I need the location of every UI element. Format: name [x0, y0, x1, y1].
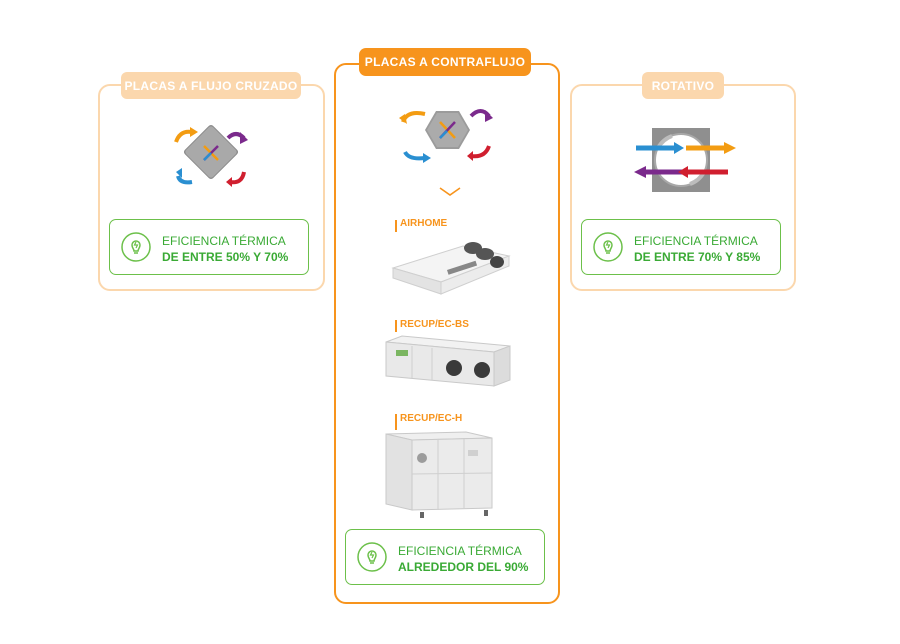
counter-flow-efficiency-box: EFICIENCIA TÉRMICA ALREDEDOR DEL 90%: [345, 529, 545, 585]
product-label-airhome: AIRHOME: [400, 218, 448, 229]
rotary-efficiency-label: EFICIENCIA TÉRMICA: [634, 234, 758, 248]
lightbulb-icon: [593, 232, 623, 262]
counter-flow-plate-icon: [399, 109, 493, 163]
rotary-efficiency-box: EFICIENCIA TÉRMICA DE ENTRE 70% Y 85%: [581, 219, 781, 275]
product-label-recup-ec-h: RECUP/EC-H: [400, 413, 463, 424]
rotary-efficiency-value: DE ENTRE 70% Y 85%: [634, 250, 761, 264]
counter-flow-panel: [334, 63, 560, 604]
cross-flow-plate-icon: [174, 124, 248, 187]
recup-ec-bs-unit-image: [385, 335, 511, 387]
airhome-unit-image: [391, 242, 511, 295]
cross-flow-title: PLACAS A FLUJO CRUZADO: [121, 72, 301, 99]
product-line-recup-ec-h: [395, 414, 397, 430]
product-label-recup-ec-bs: RECUP/EC-BS: [400, 319, 469, 330]
cross-flow-efficiency-value: DE ENTRE 50% Y 70%: [162, 250, 289, 264]
counter-flow-efficiency-label: EFICIENCIA TÉRMICA: [398, 544, 522, 558]
recup-ec-h-unit-image: [385, 431, 493, 518]
rotary-title: ROTATIVO: [642, 72, 724, 99]
product-line-recup-ec-bs: [395, 320, 397, 332]
counter-flow-title: PLACAS A CONTRAFLUJO: [359, 48, 531, 76]
cross-flow-efficiency-box: EFICIENCIA TÉRMICA DE ENTRE 50% Y 70%: [109, 219, 309, 275]
product-line-airhome: [395, 220, 397, 232]
lightbulb-icon: [121, 232, 151, 262]
rotary-wheel-icon: [634, 128, 736, 192]
cross-flow-efficiency-label: EFICIENCIA TÉRMICA: [162, 234, 286, 248]
chevron-down-icon: [439, 187, 461, 196]
counter-flow-efficiency-value: ALREDEDOR DEL 90%: [398, 560, 529, 574]
lightbulb-icon: [357, 542, 387, 572]
